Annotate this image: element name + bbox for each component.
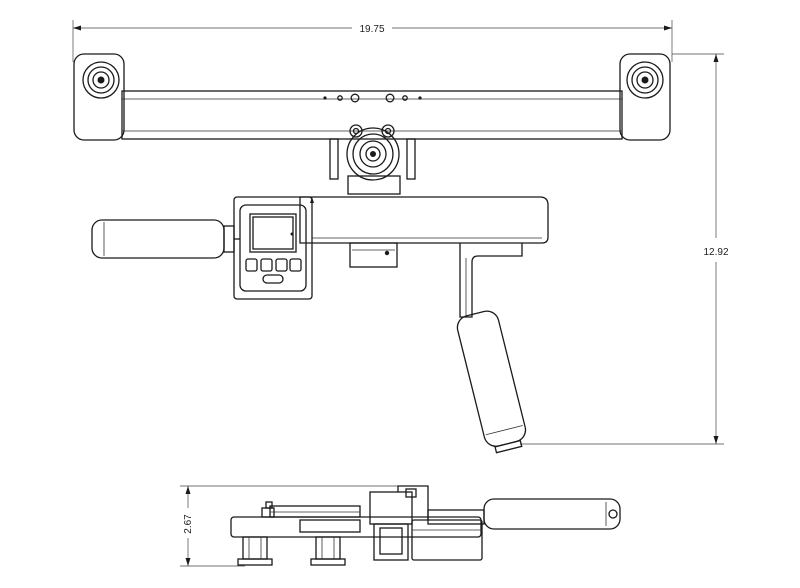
- display-button-2[interactable]: [260, 258, 273, 272]
- width-dimension-label: 19.75: [359, 24, 384, 35]
- display-power-button[interactable]: [262, 274, 284, 284]
- center-wheel-assembly: [329, 124, 416, 195]
- display-unit: [233, 196, 313, 300]
- depth-dimension: 2.67: [180, 485, 410, 567]
- left-handle: [91, 219, 240, 259]
- side-handle: [427, 498, 621, 530]
- side-foot-right: [310, 536, 346, 566]
- depth-dimension-label: 2.67: [183, 514, 194, 534]
- height-dimension-label: 12.92: [703, 247, 728, 258]
- height-dimension: 12.92: [520, 53, 729, 445]
- top-view: 19.75: [72, 20, 729, 454]
- width-dimension: 19.75: [72, 20, 673, 62]
- right-arm: [459, 243, 523, 318]
- side-view: 2.67: [180, 485, 621, 567]
- display-button-4[interactable]: [289, 258, 302, 272]
- right-wheel: [619, 53, 671, 141]
- crossbar: [121, 90, 623, 140]
- display-button-3[interactable]: [275, 258, 288, 272]
- angled-grip: [456, 310, 527, 454]
- side-body: [230, 485, 483, 561]
- side-foot-left: [237, 536, 273, 566]
- display-button-1[interactable]: [245, 258, 258, 272]
- left-wheel: [73, 53, 125, 141]
